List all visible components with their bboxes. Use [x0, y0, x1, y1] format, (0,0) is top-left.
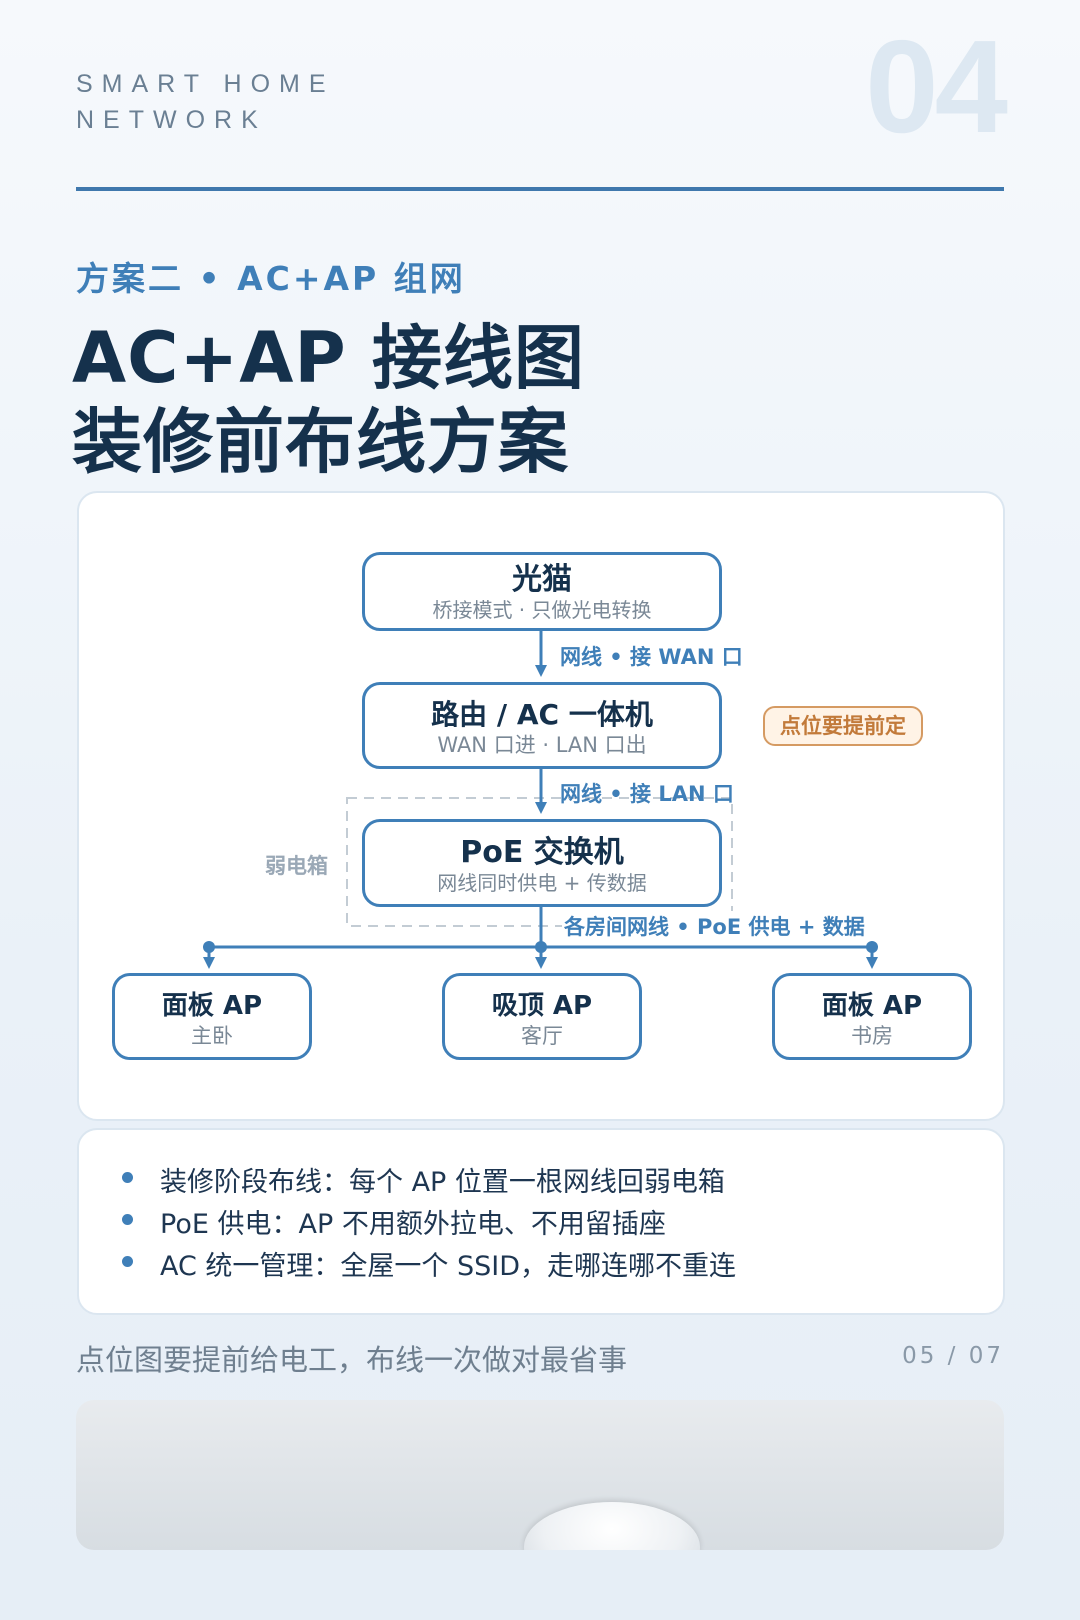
diagram-connectors — [203, 629, 878, 969]
node-ap-center-sub: 客厅 — [521, 1024, 563, 1048]
note-item-1: 装修阶段布线：每个 AP 位置一根网线回弱电箱 — [160, 1167, 725, 1198]
page-title: AC+AP 接线图 装修前布线方案 — [72, 316, 585, 484]
section-subtitle: 方案二 • AC+AP 组网 — [76, 259, 466, 298]
note-item-2: PoE 供电：AP 不用额外拉电、不用留插座 — [160, 1209, 666, 1240]
diagram-card: 光猫 桥接模式 · 只做光电转换 网线 • 接 WAN 口 路由 / AC 一体… — [77, 491, 1005, 1121]
node-ap-right-title: 面板 AP — [821, 991, 923, 1021]
title-line-2: 装修前布线方案 — [72, 401, 569, 483]
edge-label-rooms: 各房间网线 • PoE 供电 + 数据 — [562, 911, 867, 941]
node-ap-left-sub: 主卧 — [191, 1024, 233, 1048]
note-bullet-3 — [122, 1256, 133, 1267]
header-divider — [76, 187, 1004, 191]
node-ap-left: 面板 AP 主卧 — [112, 973, 312, 1060]
pager: 05 / 07 — [902, 1343, 1004, 1369]
note-bullet-2 — [122, 1214, 133, 1225]
brand-line-2: NETWORK — [76, 106, 267, 134]
note-bullet-1 — [122, 1172, 133, 1183]
node-ap-left-title: 面板 AP — [161, 991, 263, 1021]
node-router: 路由 / AC 一体机 WAN 口进 · LAN 口出 — [362, 682, 722, 769]
brand-line-1: SMART HOME — [76, 70, 335, 98]
node-modem-title: 光猫 — [512, 562, 572, 597]
edge-label-wan: 网线 • 接 WAN 口 — [560, 645, 743, 669]
edge-label-lan: 网线 • 接 LAN 口 — [560, 782, 734, 806]
footer-tip: 点位图要提前给电工，布线一次做对最省事 — [76, 1343, 628, 1377]
node-switch: PoE 交换机 网线同时供电 + 传数据 — [362, 819, 722, 907]
node-switch-sub: 网线同时供电 + 传数据 — [437, 871, 647, 895]
ceiling-ap-photo — [76, 1400, 1004, 1550]
node-router-title: 路由 / AC 一体机 — [431, 698, 653, 731]
notes-card — [77, 1128, 1005, 1315]
node-ap-right-sub: 书房 — [851, 1024, 893, 1048]
brand-label: SMART HOME NETWORK — [76, 66, 335, 138]
note-item-3: AC 统一管理：全屋一个 SSID，走哪连哪不重连 — [160, 1251, 737, 1282]
ceiling-ap-fixture — [524, 1502, 700, 1550]
tag-plan-early: 点位要提前定 — [763, 706, 923, 746]
group-label-weak-box: 弱电箱 — [265, 854, 328, 878]
page-number: 04 — [865, 13, 1008, 160]
node-router-sub: WAN 口进 · LAN 口出 — [437, 733, 647, 757]
node-ap-center-title: 吸顶 AP — [491, 991, 593, 1021]
title-line-1: AC+AP 接线图 — [72, 317, 586, 399]
node-modem: 光猫 桥接模式 · 只做光电转换 — [362, 552, 722, 631]
node-switch-title: PoE 交换机 — [460, 835, 624, 870]
node-modem-sub: 桥接模式 · 只做光电转换 — [432, 598, 652, 622]
node-ap-right: 面板 AP 书房 — [772, 973, 972, 1060]
node-ap-center: 吸顶 AP 客厅 — [442, 973, 642, 1060]
